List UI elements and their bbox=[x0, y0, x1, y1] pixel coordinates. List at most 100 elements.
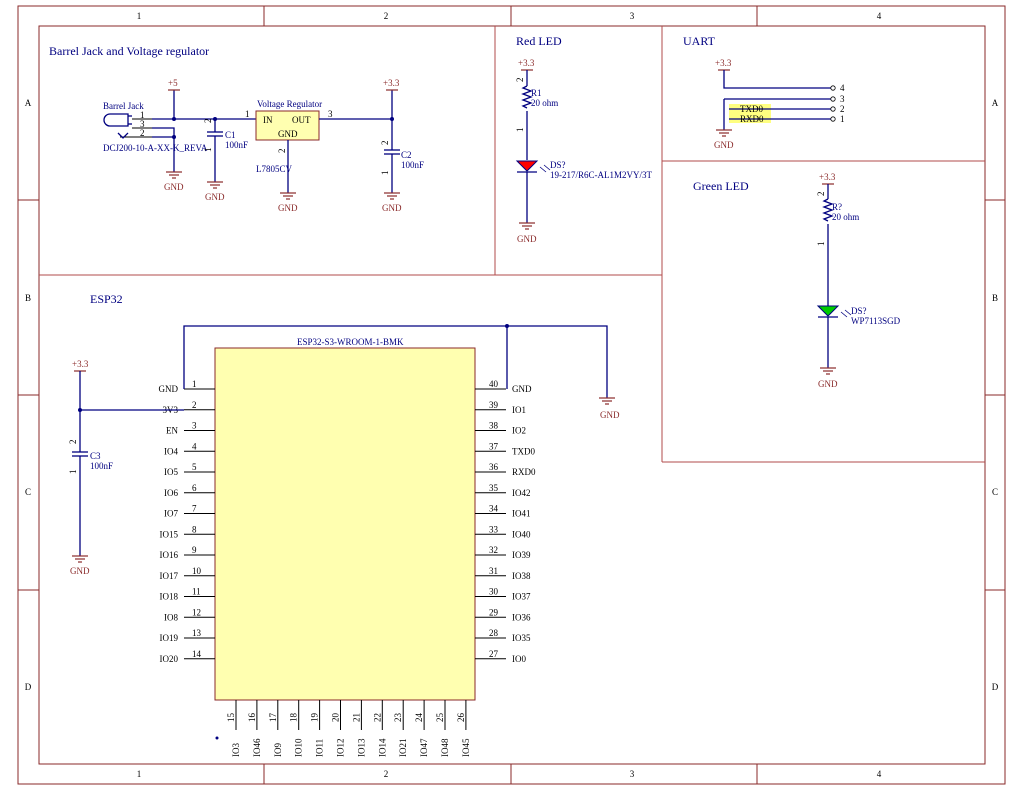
power-label-plus3v3-uart: +3.3 bbox=[715, 58, 732, 68]
uart-pin-1: 1 bbox=[840, 114, 845, 124]
esp32-pin-name: IO16 bbox=[160, 550, 179, 560]
red-led-resistor-pin-bottom: 1 bbox=[515, 128, 525, 133]
c2-pin-bottom: 1 bbox=[380, 171, 390, 176]
c3-ref: C3 bbox=[90, 451, 101, 461]
zone-row-d-left: D bbox=[25, 682, 32, 692]
zone-row-a-left: A bbox=[25, 98, 32, 108]
c1-pin-bottom: 1 bbox=[203, 148, 213, 153]
esp32-pin-number: 19 bbox=[310, 713, 320, 723]
esp32-pin-number: 31 bbox=[489, 566, 498, 576]
c1-value: 100nF bbox=[225, 140, 248, 150]
esp32-pin-name: RXD0 bbox=[512, 467, 536, 477]
gnd-label-green-led: GND bbox=[818, 379, 838, 389]
zone-row-a-right: A bbox=[992, 98, 999, 108]
esp32-pin-name: IO19 bbox=[160, 633, 179, 643]
esp32-pin-name: IO37 bbox=[512, 592, 531, 602]
barrel-jack-block: Barrel Jack 1 3 2 DCJ200-10-A-XX-K_REVA … bbox=[103, 78, 424, 213]
gnd-label-uart: GND bbox=[714, 140, 734, 150]
esp32-pin-name: IO4 bbox=[164, 446, 178, 456]
esp32-pin-number: 27 bbox=[489, 649, 499, 659]
esp32-pin-number: 1 bbox=[192, 379, 197, 389]
gnd-label-jack: GND bbox=[164, 182, 184, 192]
power-label-plus3v3-reg: +3.3 bbox=[383, 78, 400, 88]
esp32-pin-name: IO20 bbox=[160, 654, 179, 664]
green-led-resistor bbox=[822, 198, 834, 222]
esp32-bottom-pins: 15IO316IO4617IO918IO1019IO1120IO1221IO13… bbox=[226, 700, 471, 757]
uart-net-rxd0: RXD0 bbox=[740, 114, 764, 124]
green-led-diode bbox=[816, 305, 840, 317]
uart-pin-4: 4 bbox=[840, 83, 845, 93]
section-dividers bbox=[39, 26, 985, 463]
esp32-pin-name: IO5 bbox=[164, 467, 178, 477]
esp32-pin-number: 32 bbox=[489, 545, 498, 555]
esp32-pin-number: 25 bbox=[435, 713, 445, 723]
green-led-resistor-value: 20 ohm bbox=[832, 212, 859, 222]
esp32-part: ESP32-S3-WROOM-1-BMK bbox=[297, 337, 404, 347]
c3-pin-top: 2 bbox=[68, 440, 78, 445]
esp32-pin-number: 5 bbox=[192, 462, 197, 472]
esp32-pin-name: IO3 bbox=[231, 743, 241, 757]
esp32-pin-name: IO8 bbox=[164, 612, 178, 622]
green-led-resistor-pin-bottom: 1 bbox=[816, 242, 826, 247]
zone-col-4-top: 4 bbox=[877, 11, 882, 21]
gnd-symbol-c1 bbox=[207, 181, 223, 189]
esp32-pin-number: 34 bbox=[489, 504, 499, 514]
esp32-pin-number: 4 bbox=[192, 441, 197, 451]
esp32-pin-name: IO36 bbox=[512, 612, 531, 622]
power-label-plus3v3-red: +3.3 bbox=[518, 58, 535, 68]
esp32-pin-number: 17 bbox=[268, 713, 278, 723]
zone-labels: 1 2 3 4 1 2 3 4 A B C D A B C D bbox=[25, 11, 999, 779]
regulator-pin-gnd: 2 bbox=[277, 149, 287, 154]
esp32-module-body bbox=[214, 347, 476, 701]
power-label-plus3v3-esp: +3.3 bbox=[72, 359, 89, 369]
esp32-pin-number: 40 bbox=[489, 379, 499, 389]
esp32-pin-number: 6 bbox=[192, 483, 197, 493]
esp32-pin-name: IO1 bbox=[512, 405, 526, 415]
regulator-gnd-label: GND bbox=[278, 129, 298, 139]
esp32-pin-name: TXD0 bbox=[512, 446, 535, 456]
esp32-pin-number: 37 bbox=[489, 441, 499, 451]
esp32-pin-name: IO17 bbox=[160, 571, 179, 581]
esp32-pin-name: IO12 bbox=[336, 739, 346, 758]
esp32-pin-name: IO47 bbox=[419, 738, 429, 757]
red-led-part: 19-217/R6C-AL1M2VY/3T bbox=[550, 170, 652, 180]
esp32-pin-number: 28 bbox=[489, 628, 499, 638]
regulator-in-label: IN bbox=[263, 115, 273, 125]
esp32-pin-name: IO38 bbox=[512, 571, 531, 581]
green-led-block: +3.3 2 1 R? 20 ohm DS? WP7113SGD GND bbox=[816, 172, 901, 389]
esp32-pin-name: IO13 bbox=[356, 738, 366, 757]
esp32-pin-number: 10 bbox=[192, 566, 202, 576]
barrel-jack-pin-2: 2 bbox=[140, 128, 145, 138]
zone-col-4-bottom: 4 bbox=[877, 769, 882, 779]
gnd-label-c3: GND bbox=[70, 566, 90, 576]
esp32-pin-name: IO35 bbox=[512, 633, 531, 643]
esp32-pin-number: 36 bbox=[489, 462, 499, 472]
esp32-pin-name: EN bbox=[166, 426, 178, 436]
green-led-part: WP7113SGD bbox=[851, 316, 901, 326]
regulator-title: Voltage Regulator bbox=[257, 99, 322, 109]
c3-pin-bottom: 1 bbox=[68, 470, 78, 475]
esp32-pin-name: IO42 bbox=[512, 488, 531, 498]
esp32-pin-number: 22 bbox=[372, 713, 382, 722]
barrel-jack-symbol bbox=[103, 113, 129, 127]
zone-col-2-bottom: 2 bbox=[384, 769, 389, 779]
zone-row-c-right: C bbox=[992, 487, 998, 497]
esp32-pin-name: IO40 bbox=[512, 529, 531, 539]
zone-row-c-left: C bbox=[25, 487, 31, 497]
red-led-resistor bbox=[521, 85, 533, 109]
esp32-pin-number: 33 bbox=[489, 524, 499, 534]
esp32-pin-number: 8 bbox=[192, 524, 197, 534]
esp32-pin-number: 21 bbox=[351, 713, 361, 722]
esp32-left-pins: 1GND23V33EN4IO45IO56IO67IO78IO159IO1610I… bbox=[159, 379, 215, 664]
section-title-barrel-jack: Barrel Jack and Voltage regulator bbox=[49, 44, 209, 58]
esp32-pin-name: GND bbox=[159, 384, 179, 394]
gnd-symbol-jack bbox=[166, 171, 182, 179]
esp32-pin-name: IO48 bbox=[440, 738, 450, 757]
gnd-symbol-regulator bbox=[280, 192, 296, 200]
esp32-pin-number: 14 bbox=[192, 649, 202, 659]
zone-row-d-right: D bbox=[992, 682, 999, 692]
section-title-esp32: ESP32 bbox=[90, 292, 123, 306]
esp32-pin-number: 16 bbox=[247, 713, 257, 723]
gnd-symbol-red-led bbox=[519, 222, 535, 230]
